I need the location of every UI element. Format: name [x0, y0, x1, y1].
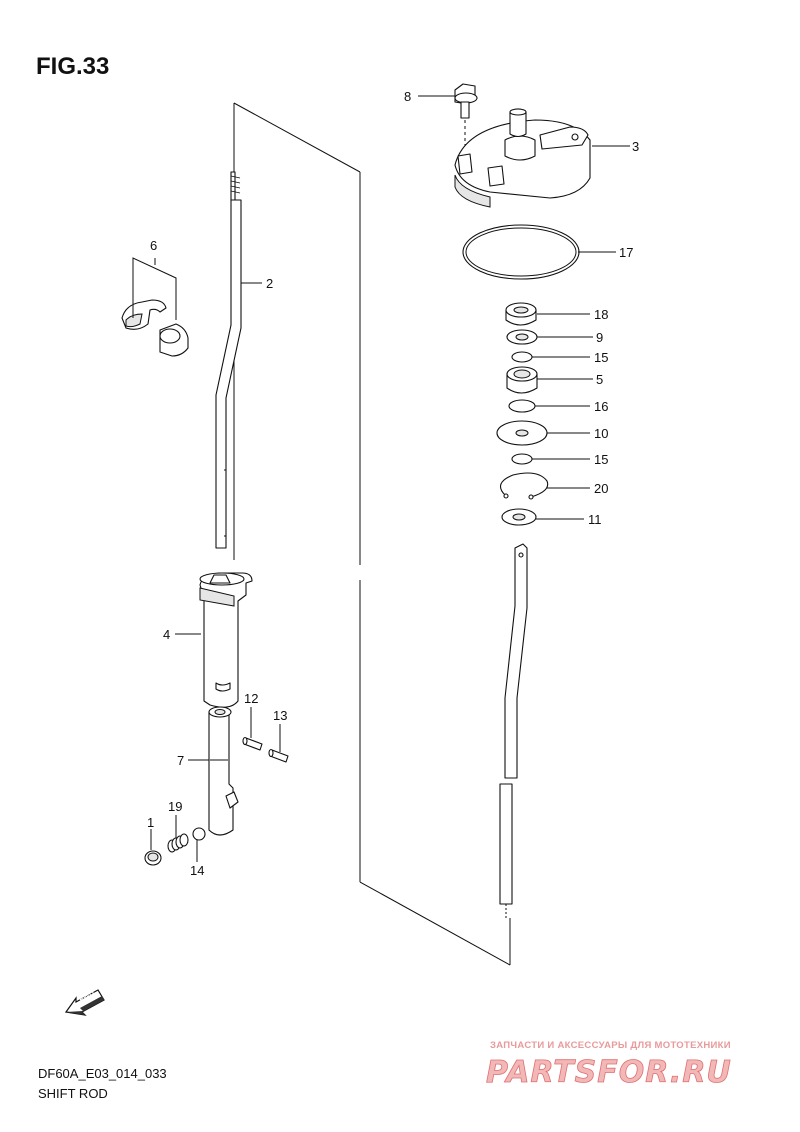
- callout-20: 20: [594, 481, 608, 496]
- callout-4: 4: [163, 627, 170, 642]
- fwd-arrow-icon: FWD: [64, 989, 105, 1016]
- part-15-ring-lower: [511, 453, 533, 465]
- part-14-ball: [192, 827, 206, 841]
- part-2-shift-rod-upper: [215, 171, 242, 549]
- leader-lines: [150, 95, 630, 862]
- part-11-washer: [501, 508, 537, 526]
- callout-2: 2: [266, 276, 273, 291]
- callout-14: 14: [190, 863, 204, 878]
- callout-7: 7: [177, 753, 184, 768]
- callout-9: 9: [596, 330, 603, 345]
- part-8-bolt: [454, 83, 478, 150]
- callout-8: 8: [404, 89, 411, 104]
- callout-15-upper: 15: [594, 350, 608, 365]
- part-7-rod-lower: [208, 706, 239, 836]
- callout-labels: 8 3 17 18 9 15 5 16 10 15 20 11 6 2 4 12…: [147, 89, 639, 878]
- part-15-ring-upper: [511, 351, 533, 363]
- callout-5: 5: [596, 372, 603, 387]
- callout-10: 10: [594, 426, 608, 441]
- part-18-bushing: [505, 302, 537, 326]
- callout-12: 12: [244, 691, 258, 706]
- callout-11: 11: [588, 512, 602, 527]
- callout-13: 13: [273, 708, 287, 723]
- watermark-brand: PARTSFOR.RU: [486, 1055, 732, 1090]
- part-12-pin: [242, 736, 263, 751]
- callout-18: 18: [594, 307, 608, 322]
- callout-15-lower: 15: [594, 452, 608, 467]
- part-3-cover: [454, 108, 591, 208]
- shift-rod-right: [499, 543, 528, 918]
- assembly-frame: [233, 102, 511, 966]
- part-19-spring: [167, 833, 189, 853]
- watermark-tagline: ЗАПЧАСТИ И АКСЕССУАРЫ ДЛЯ МОТОТЕХНИКИ: [490, 1040, 731, 1051]
- part-13-pin: [268, 748, 289, 763]
- figure-title: FIG.33: [36, 53, 109, 80]
- callout-6: 6: [150, 238, 157, 253]
- part-20-circlip: [499, 472, 549, 500]
- part-9-washer: [506, 329, 538, 345]
- part-6-clip-set: [121, 299, 189, 357]
- callout-17: 17: [619, 245, 633, 260]
- figure-name: SHIFT ROD: [38, 1086, 108, 1101]
- callout-3: 3: [632, 139, 639, 154]
- part-16-ring: [508, 399, 536, 413]
- figure-code: DF60A_E03_014_033: [38, 1066, 167, 1081]
- part-10-washer: [496, 420, 548, 446]
- part-4-sleeve: [199, 572, 253, 708]
- part-5-seal: [506, 366, 538, 394]
- part-1-cap: [144, 850, 162, 866]
- part-17-o-ring: [462, 224, 580, 280]
- callout-6-bracket: [132, 257, 177, 320]
- callout-19: 19: [168, 799, 182, 814]
- callout-1: 1: [147, 815, 154, 830]
- callout-16: 16: [594, 399, 608, 414]
